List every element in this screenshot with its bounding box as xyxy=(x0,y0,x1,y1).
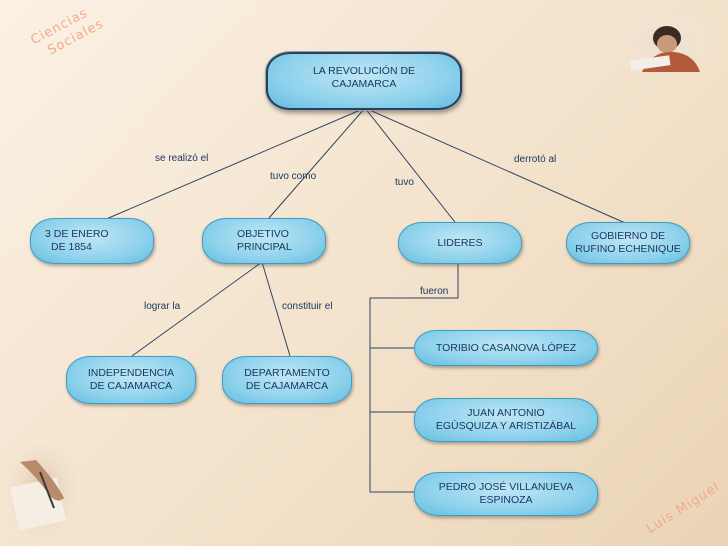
date-line-1: 3 DE ENERO xyxy=(45,228,109,240)
label-fueron: fueron xyxy=(420,286,449,297)
label-tuvo-como: tuvo como xyxy=(270,171,317,182)
root-line-1: LA REVOLUCIÓN DE xyxy=(312,65,416,77)
label-tuvo: tuvo xyxy=(395,177,414,188)
edge-root-date xyxy=(89,107,366,227)
root-line-2: CAJAMARCA xyxy=(331,78,397,90)
leader1-text: TORIBIO CASANOVA LÓPEZ xyxy=(435,341,577,354)
government-line-2: RUFINO ECHENIQUE xyxy=(575,243,681,255)
objective-line-1: OBJETIVO xyxy=(237,228,289,240)
independence-node: INDEPENDENCIA DE CAJAMARCA xyxy=(66,356,196,404)
leaders-text: LIDERES xyxy=(437,236,483,249)
department-line-1: DEPARTAMENTO xyxy=(244,367,330,379)
edge-root-government xyxy=(364,107,633,227)
label-derroto: derrotó al xyxy=(514,154,557,165)
government-node: GOBIERNO DE RUFINO ECHENIQUE xyxy=(566,222,690,264)
label-se-realizo: se realizó el xyxy=(155,153,209,164)
independence-line-1: INDEPENDENCIA xyxy=(87,367,175,379)
student-photo-top-right xyxy=(612,14,712,72)
leader3-line-2: ESPINOZA xyxy=(479,494,533,506)
edge-root-objective xyxy=(261,107,366,227)
leaders-node: LIDERES xyxy=(398,222,522,264)
leader2-node: JUAN ANTONIO EGÚSQUIZA Y ARISTIZÁBAL xyxy=(414,398,598,442)
edge-objective-department xyxy=(261,261,291,357)
edge-leaders-bracket xyxy=(369,262,459,493)
government-line-1: GOBIERNO DE xyxy=(590,230,666,242)
department-node: DEPARTAMENTO DE CAJAMARCA xyxy=(222,356,352,404)
date-node: 3 DE ENERO DE 1854 xyxy=(30,218,154,264)
leader2-line-1: JUAN ANTONIO xyxy=(467,407,545,419)
label-lograr: lograr la xyxy=(144,301,181,312)
edge-objective-independence xyxy=(131,261,263,357)
student-writing-image xyxy=(612,14,712,72)
department-line-2: DE CAJAMARCA xyxy=(245,380,329,392)
label-constituir: constituir el xyxy=(282,301,333,312)
leader2-line-2: EGÚSQUIZA Y ARISTIZÁBAL xyxy=(435,420,577,432)
leader3-line-1: PEDRO JOSÉ VILLANUEVA xyxy=(438,481,574,493)
hand-writing-photo-bottom-left xyxy=(6,442,78,540)
objective-line-2: PRINCIPAL xyxy=(237,241,292,253)
leader1-node: TORIBIO CASANOVA LÓPEZ xyxy=(414,330,598,366)
objective-node: OBJETIVO PRINCIPAL xyxy=(202,218,326,264)
root-node: LA REVOLUCIÓN DE CAJAMARCA xyxy=(266,52,462,110)
hand-writing-image xyxy=(6,442,78,540)
independence-line-2: DE CAJAMARCA xyxy=(89,380,173,392)
date-line-2: DE 1854 xyxy=(51,241,92,253)
edge-root-leaders xyxy=(364,107,459,227)
leader3-node: PEDRO JOSÉ VILLANUEVA ESPINOZA xyxy=(414,472,598,516)
